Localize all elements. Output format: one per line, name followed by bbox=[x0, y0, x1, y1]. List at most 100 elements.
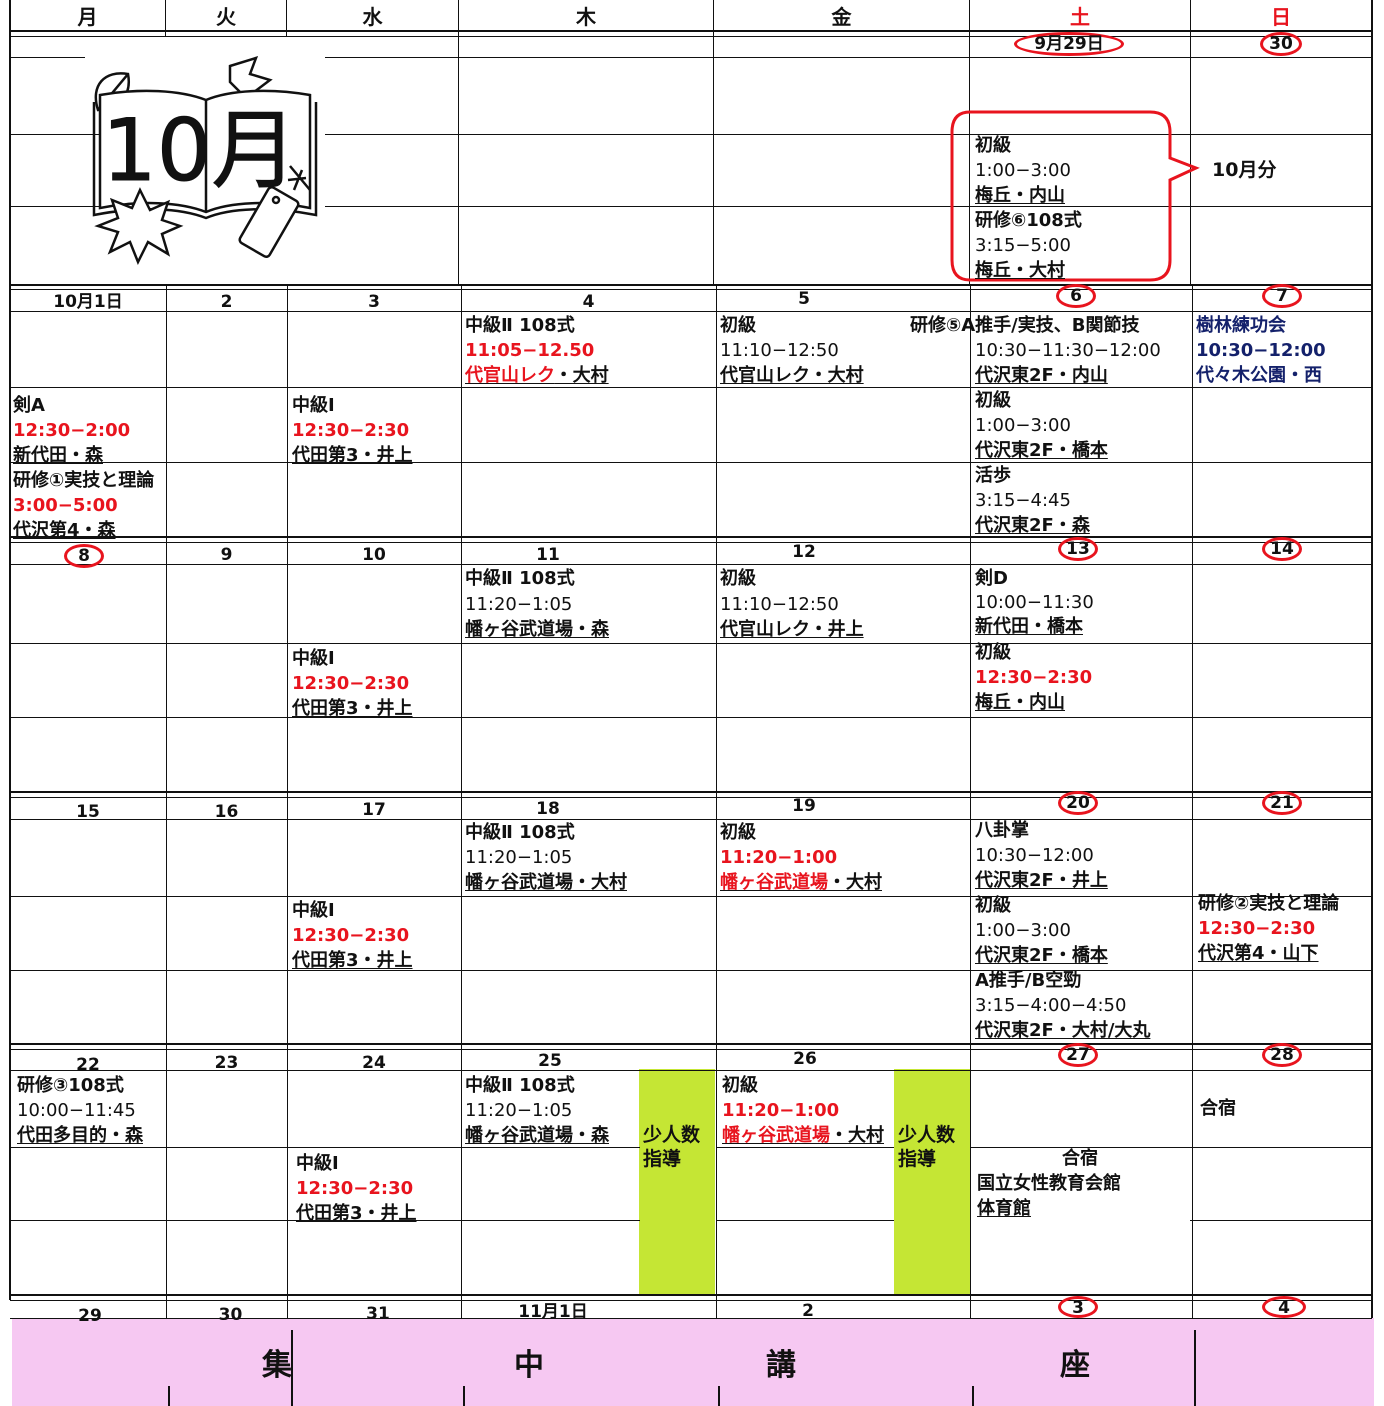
event-line: 初級 bbox=[975, 895, 1011, 916]
date-nov1: 11月1日 bbox=[518, 1302, 588, 1322]
event-line: 樹林練功会 bbox=[1196, 315, 1286, 336]
event-line: 活歩 bbox=[975, 465, 1011, 486]
green-label: 指導 bbox=[898, 1148, 937, 1170]
event-line: 代沢東2F・大村/大丸 bbox=[975, 1020, 1151, 1041]
event-line: 代沢第4・山下 bbox=[1198, 943, 1319, 964]
green-label: 少人数 bbox=[643, 1124, 701, 1146]
banner-char: 座 bbox=[1060, 1348, 1090, 1383]
event-line: 体育館 bbox=[977, 1198, 1031, 1219]
date-oct30: 30 bbox=[218, 1305, 243, 1325]
event-line: 3:15−5:00 bbox=[975, 235, 1071, 256]
event-line: 梅丘・大村 bbox=[975, 260, 1065, 281]
intensive-course-banner bbox=[12, 1318, 1374, 1406]
event-line: 初級 bbox=[975, 390, 1011, 411]
date-oct20: 20 bbox=[1058, 791, 1098, 815]
event-line: 中級Ⅰ bbox=[292, 900, 335, 921]
event-line: 幡ヶ谷武道場・大村 bbox=[720, 872, 882, 893]
date-oct2: 2 bbox=[220, 292, 233, 312]
event-line: 代田第3・井上 bbox=[292, 950, 413, 971]
event-line: 代沢東2F・井上 bbox=[975, 870, 1108, 891]
event-line: 中級Ⅱ 108式 bbox=[465, 315, 575, 336]
small-group-block-fri bbox=[894, 1069, 970, 1295]
date-oct6: 6 bbox=[1056, 284, 1096, 308]
date-oct10: 10 bbox=[362, 545, 386, 565]
event-line: 代官山レク・井上 bbox=[720, 619, 864, 640]
event-line: 10:30−12:00 bbox=[975, 845, 1094, 866]
event-line: 初級 bbox=[720, 568, 756, 589]
event-line: 10:30−12:00 bbox=[1196, 340, 1326, 361]
event-line: 10:00−11:45 bbox=[17, 1100, 136, 1121]
date-oct29: 29 bbox=[78, 1306, 102, 1326]
event-line: 11:20−1:05 bbox=[465, 1100, 573, 1121]
date-oct11: 11 bbox=[536, 545, 560, 565]
weekday-sat: 土 bbox=[1070, 5, 1090, 29]
event-line: 代田第3・井上 bbox=[292, 445, 413, 466]
month-title-illustration: 10月 bbox=[92, 56, 318, 266]
event-line: 12:30−2:30 bbox=[292, 420, 410, 441]
banner-char: 講 bbox=[766, 1348, 796, 1383]
date-oct23: 23 bbox=[214, 1053, 239, 1073]
event-line: 初級 bbox=[720, 315, 756, 336]
event-line: 代沢第4・森 bbox=[13, 520, 116, 541]
weekday-tue: 火 bbox=[216, 5, 236, 29]
event-line: 中級Ⅰ bbox=[292, 648, 335, 669]
small-group-block-thu bbox=[639, 1069, 715, 1295]
event-line: 10:00−11:30 bbox=[975, 592, 1094, 613]
date-oct16: 16 bbox=[214, 802, 239, 822]
event-line: 11:20−1:05 bbox=[465, 594, 573, 615]
date-oct1: 10月1日 bbox=[53, 292, 123, 312]
event-line: 中級Ⅱ 108式 bbox=[465, 568, 575, 589]
date-oct5: 5 bbox=[798, 289, 810, 309]
event-line: 研修①実技と理論 bbox=[13, 470, 155, 491]
green-label: 指導 bbox=[643, 1148, 682, 1170]
month-title: 10月 bbox=[102, 101, 297, 201]
event-line: 初級 bbox=[722, 1075, 758, 1096]
date-oct13: 13 bbox=[1058, 537, 1098, 561]
event-line: 代田多目的・森 bbox=[17, 1125, 143, 1146]
event-line: 梅丘・内山 bbox=[975, 692, 1065, 713]
event-line: 幡ヶ谷武道場・大村 bbox=[722, 1125, 884, 1146]
date-oct18: 18 bbox=[536, 799, 560, 819]
event-line: 剣D bbox=[975, 568, 1008, 589]
event-line: 代々木公園・西 bbox=[1196, 365, 1322, 386]
event-line: 代沢東2F・橋本 bbox=[975, 440, 1108, 461]
weekday-mon: 月 bbox=[77, 5, 98, 29]
callout-box bbox=[950, 110, 1200, 282]
date-oct9: 9 bbox=[220, 545, 233, 565]
event-line: 新代田・橋本 bbox=[975, 616, 1083, 637]
event-line: 代田第3・井上 bbox=[296, 1203, 417, 1224]
event-line: 国立女性教育会館 bbox=[977, 1173, 1121, 1194]
event-line: 研修③108式 bbox=[17, 1075, 124, 1096]
event-line: 11:20−1:00 bbox=[720, 847, 838, 868]
date-oct14: 14 bbox=[1262, 537, 1302, 561]
october-note: 10月分 bbox=[1212, 159, 1277, 181]
banner-char: 集 bbox=[262, 1348, 292, 1383]
event-line: 3:15−4:00−4:50 bbox=[975, 995, 1127, 1016]
event-line: 合宿 bbox=[1062, 1148, 1098, 1169]
event-line: 研修②実技と理論 bbox=[1198, 893, 1340, 914]
date-sep30: 30 bbox=[1260, 32, 1302, 56]
event-line: 初級 bbox=[975, 135, 1011, 156]
event-line: 1:00−3:00 bbox=[975, 920, 1071, 941]
event-line: 代官山レク・大村 bbox=[465, 365, 609, 386]
date-oct3: 3 bbox=[368, 292, 380, 312]
event-line: 12:30−2:30 bbox=[975, 667, 1093, 688]
event-line: 11:10−12:50 bbox=[720, 340, 839, 361]
event-line: 幡ヶ谷武道場・森 bbox=[465, 619, 609, 640]
event-line: 11:20−1:05 bbox=[465, 847, 573, 868]
event-line: 代沢東2F・内山 bbox=[975, 365, 1108, 386]
event-line: 1:00−3:00 bbox=[975, 160, 1071, 181]
event-line: 中級Ⅰ bbox=[296, 1153, 339, 1174]
green-label: 少人数 bbox=[898, 1124, 956, 1146]
date-oct8: 8 bbox=[64, 544, 104, 568]
banner-char: 中 bbox=[514, 1348, 544, 1383]
event-line: 八卦掌 bbox=[975, 820, 1029, 841]
event-line: 11:20−1:00 bbox=[722, 1100, 840, 1121]
date-oct22: 22 bbox=[76, 1055, 100, 1075]
event-line: 12:30−2:30 bbox=[292, 673, 410, 694]
weekday-thu: 木 bbox=[576, 5, 596, 29]
event-line: 11:05−12.50 bbox=[465, 340, 595, 361]
event-line: 1:00−3:00 bbox=[975, 415, 1071, 436]
date-oct31: 31 bbox=[366, 1304, 390, 1324]
